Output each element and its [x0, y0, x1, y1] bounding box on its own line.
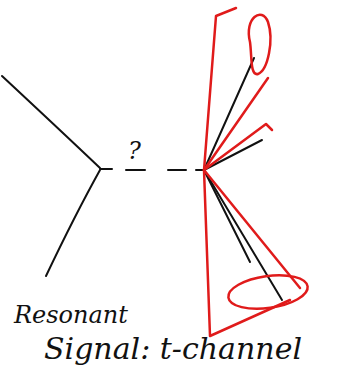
incoming-line [2, 76, 100, 168]
note-text: Signal: t-channel [44, 332, 302, 365]
outgoing-line [204, 140, 262, 170]
jet-cone [204, 170, 300, 288]
outgoing-line [204, 170, 282, 300]
jet-ellipse [226, 271, 310, 314]
jet-ellipse [249, 15, 271, 74]
propagator-label: ? [128, 138, 141, 164]
jet-cone [204, 170, 290, 336]
jet-cone [204, 78, 268, 170]
propagator-dash [126, 169, 145, 171]
propagator-dash [100, 168, 112, 170]
incoming-line [46, 170, 100, 276]
propagator-dash [168, 169, 186, 171]
jet-cone [204, 124, 272, 170]
outgoing-line [204, 170, 250, 262]
note-text: Resonant [14, 302, 128, 328]
